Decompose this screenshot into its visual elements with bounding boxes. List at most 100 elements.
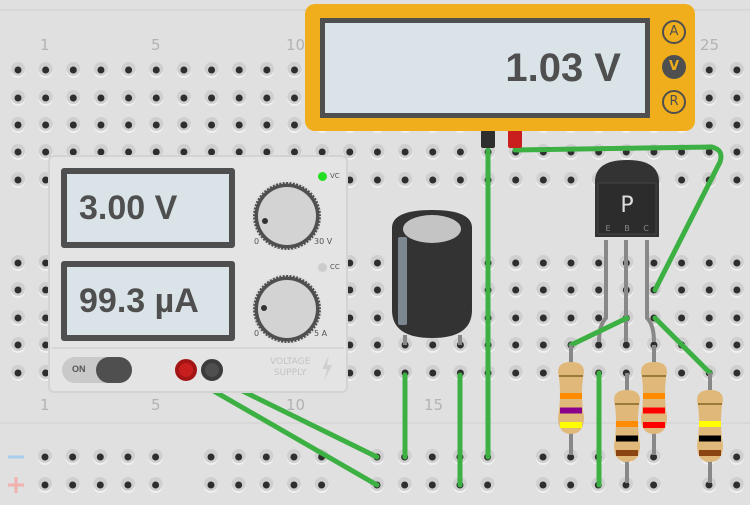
breadboard-hole[interactable] [42, 121, 50, 129]
breadboard-hole[interactable] [318, 148, 326, 156]
breadboard-hole[interactable] [346, 369, 354, 377]
wire-base-resistor[interactable] [568, 315, 630, 348]
breadboard-hole[interactable] [263, 94, 271, 102]
breadboard-hole[interactable] [263, 148, 271, 156]
breadboard-hole[interactable] [622, 341, 630, 349]
breadboard-hole[interactable] [650, 259, 658, 267]
breadboard-hole[interactable] [235, 66, 243, 74]
breadboard-hole[interactable] [152, 66, 160, 74]
breadboard-hole[interactable] [567, 259, 575, 267]
breadboard-hole[interactable] [14, 341, 22, 349]
breadboard-hole[interactable] [678, 286, 686, 294]
rail-hole[interactable] [290, 453, 298, 461]
breadboard-hole[interactable] [14, 121, 22, 129]
breadboard-hole[interactable] [97, 121, 105, 129]
breadboard-hole[interactable] [208, 94, 216, 102]
wire-meter-positive[interactable] [512, 144, 724, 293]
breadboard-hole[interactable] [595, 286, 603, 294]
breadboard-hole[interactable] [208, 66, 216, 74]
breadboard-hole[interactable] [539, 314, 547, 322]
rail-hole[interactable] [428, 481, 436, 489]
rail-hole[interactable] [41, 481, 49, 489]
breadboard-hole[interactable] [373, 259, 381, 267]
breadboard-hole[interactable] [401, 176, 409, 184]
rail-hole[interactable] [69, 481, 77, 489]
rail-hole[interactable] [262, 453, 270, 461]
breadboard-hole[interactable] [69, 148, 77, 156]
breadboard-hole[interactable] [291, 148, 298, 156]
breadboard-hole[interactable] [97, 66, 105, 74]
rail-hole[interactable] [41, 453, 49, 461]
breadboard-hole[interactable] [125, 121, 133, 129]
meter-probe-positive[interactable] [508, 130, 522, 148]
breadboard-hole[interactable] [42, 369, 50, 377]
rail-hole[interactable] [235, 453, 243, 461]
breadboard-hole[interactable] [429, 369, 437, 377]
breadboard-hole[interactable] [97, 94, 105, 102]
breadboard-hole[interactable] [512, 286, 520, 294]
wire-collector-resistor[interactable] [652, 315, 713, 376]
breadboard-hole[interactable] [705, 259, 713, 267]
pnp-transistor[interactable]: P E B C [595, 160, 659, 343]
rail-hole[interactable] [124, 453, 132, 461]
resistor[interactable] [697, 373, 723, 483]
breadboard-hole[interactable] [125, 66, 133, 74]
breadboard-hole[interactable] [14, 314, 22, 322]
breadboard-hole[interactable] [373, 314, 381, 322]
breadboard-hole[interactable] [595, 341, 603, 349]
breadboard-hole[interactable] [539, 259, 547, 267]
breadboard-hole[interactable] [733, 148, 741, 156]
breadboard-hole[interactable] [705, 341, 713, 349]
rail-hole[interactable] [96, 481, 104, 489]
breadboard-hole[interactable] [373, 369, 381, 377]
rail-hole[interactable] [484, 481, 492, 489]
breadboard-hole[interactable] [69, 66, 77, 74]
breadboard-hole[interactable] [733, 314, 741, 322]
breadboard-hole[interactable] [346, 259, 354, 267]
breadboard-hole[interactable] [42, 314, 50, 322]
rail-hole[interactable] [567, 453, 575, 461]
breadboard-hole[interactable] [401, 148, 409, 156]
breadboard-hole[interactable] [263, 66, 271, 74]
breadboard-hole[interactable] [180, 66, 188, 74]
breadboard-hole[interactable] [678, 369, 686, 377]
rail-hole[interactable] [207, 453, 215, 461]
breadboard-hole[interactable] [235, 148, 243, 156]
rail-hole[interactable] [567, 481, 575, 489]
breadboard-hole[interactable] [678, 148, 686, 156]
breadboard-hole[interactable] [373, 341, 381, 349]
wire-psu-positive[interactable] [183, 372, 380, 488]
power-switch[interactable]: ON [62, 357, 132, 383]
breadboard-hole[interactable] [512, 314, 520, 322]
breadboard-hole[interactable] [152, 121, 160, 129]
breadboard-hole[interactable] [235, 94, 243, 102]
rail-hole[interactable] [152, 481, 160, 489]
breadboard-hole[interactable] [346, 286, 354, 294]
rail-hole[interactable] [290, 481, 298, 489]
breadboard-hole[interactable] [42, 259, 50, 267]
breadboard-hole[interactable] [429, 176, 437, 184]
breadboard-hole[interactable] [69, 121, 77, 129]
breadboard-hole[interactable] [14, 148, 22, 156]
voltage-knob[interactable] [251, 180, 323, 252]
breadboard-hole[interactable] [152, 94, 160, 102]
breadboard-hole[interactable] [291, 94, 298, 102]
breadboard-hole[interactable] [373, 148, 381, 156]
breadboard-hole[interactable] [456, 148, 464, 156]
rail-hole[interactable] [318, 481, 326, 489]
breadboard-hole[interactable] [180, 121, 188, 129]
breadboard-hole[interactable] [733, 286, 741, 294]
breadboard-hole[interactable] [235, 121, 243, 129]
breadboard-hole[interactable] [512, 176, 520, 184]
breadboard-hole[interactable] [705, 314, 713, 322]
breadboard-hole[interactable] [42, 148, 50, 156]
breadboard-hole[interactable] [152, 148, 160, 156]
breadboard-hole[interactable] [733, 94, 741, 102]
breadboard-hole[interactable] [567, 176, 575, 184]
breadboard-hole[interactable] [429, 341, 437, 349]
rail-hole[interactable] [235, 481, 243, 489]
breadboard-hole[interactable] [567, 314, 575, 322]
breadboard-hole[interactable] [42, 341, 50, 349]
rail-hole[interactable] [650, 481, 658, 489]
breadboard-hole[interactable] [14, 369, 22, 377]
